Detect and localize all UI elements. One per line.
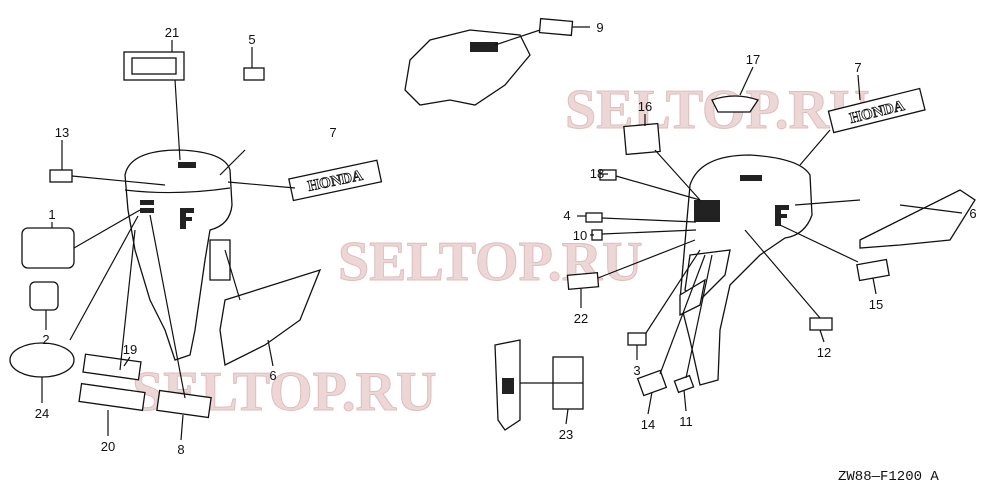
- drawing-code: ZW88—F1200 A: [838, 469, 939, 485]
- decal-1: [21, 227, 75, 269]
- decal-5: [243, 67, 265, 81]
- honda-decal-left: HONDA: [288, 159, 383, 202]
- callout-14: 14: [641, 417, 655, 432]
- decal-12: [809, 317, 833, 331]
- callout-11: 11: [679, 414, 693, 429]
- decal-18: [599, 169, 617, 181]
- decal-20: [78, 382, 146, 412]
- callout-16: 16: [638, 99, 652, 114]
- leader-lines-left: [41, 40, 296, 441]
- right-outboard-motor: [679, 154, 813, 386]
- callout-6: 6: [269, 368, 276, 383]
- decal-22: [566, 272, 600, 290]
- callout-19: 19: [123, 342, 137, 357]
- four-stroke-decal-left: [219, 268, 322, 366]
- callout-20: 20: [101, 439, 115, 454]
- callout-23: 23: [559, 427, 573, 442]
- four-stroke-decal-right: [859, 189, 976, 249]
- decal-9: [538, 17, 574, 37]
- cowling-label: [470, 42, 498, 52]
- callout-17: 17: [746, 52, 760, 67]
- callout-18: 18: [590, 166, 604, 181]
- decal-24: [9, 342, 75, 378]
- callout-22: 22: [574, 311, 588, 326]
- callout-12: 12: [817, 345, 831, 360]
- cowling-part-9: [404, 29, 531, 106]
- decal-11: [673, 374, 695, 394]
- callout-24: 24: [35, 406, 49, 421]
- callout-10: 10: [573, 228, 587, 243]
- decal-8: [156, 389, 212, 419]
- callout-5: 5: [248, 32, 255, 47]
- callout-1: 1: [48, 207, 55, 222]
- callout-7-right: 7: [854, 60, 861, 75]
- decal-16: [623, 122, 661, 156]
- decal-15: [856, 258, 890, 282]
- decal-13: [49, 169, 73, 183]
- callout-4: 4: [563, 208, 570, 223]
- callout-13: 13: [55, 125, 69, 140]
- decal-2: [29, 281, 59, 311]
- callout-15: 15: [869, 297, 883, 312]
- callout-21: 21: [165, 25, 179, 40]
- decal-3: [627, 332, 647, 346]
- callout-8: 8: [177, 442, 184, 457]
- callout-9: 9: [596, 20, 603, 35]
- callout-6-right: 6: [969, 206, 976, 221]
- decal-14: [636, 369, 668, 397]
- tiller-label: [502, 378, 514, 394]
- decal-19: [82, 353, 142, 381]
- leader-lines-right: [494, 26, 963, 425]
- decal-17: [711, 95, 760, 113]
- decal-4: [585, 212, 603, 223]
- decal-21-inner: [131, 57, 177, 75]
- callout-2: 2: [42, 332, 49, 347]
- callout-7: 7: [329, 125, 336, 140]
- callout-3: 3: [633, 363, 640, 378]
